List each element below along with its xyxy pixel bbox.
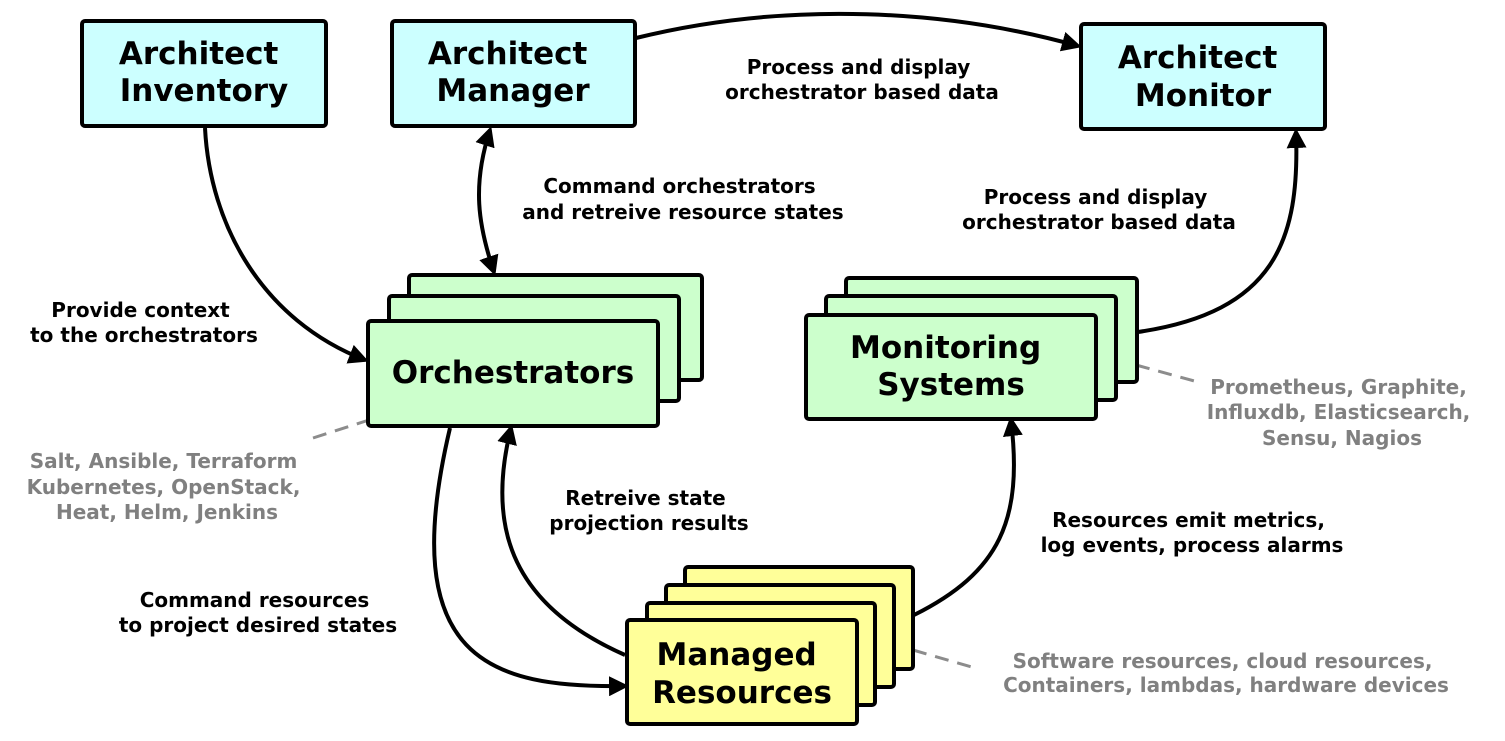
edge-label-line: Command orchestrators [543, 174, 815, 198]
edge-label-line: to project desired states [119, 613, 397, 637]
edge-label-manager-to-monitor: Process and display orchestrator based d… [725, 55, 999, 104]
edge-label-line: Command resources [140, 588, 370, 612]
node-title-line: Manager [436, 73, 590, 109]
svg-text:Monitoring Systems: Monitoring Systems [850, 330, 1052, 403]
note-line: Sensu, Nagios [1262, 426, 1422, 450]
node-architect-monitor: Architect Monitor [1079, 22, 1327, 131]
node-title-line: Monitor [1135, 78, 1272, 114]
svg-text:Orchestrators: Orchestrators [392, 355, 634, 391]
note-line: Software resources, cloud resources, [1013, 649, 1433, 673]
svg-text:Managed Resources: Managed Resources [652, 637, 832, 711]
edge-label-line: Process and display [984, 185, 1208, 209]
arrow-resources-to-orchestrators [497, 424, 626, 657]
node-title-line: Resources [652, 675, 832, 711]
arrow-resources-to-monitoring [913, 416, 1023, 617]
node-orchestrators: Orchestrators [366, 273, 704, 428]
svg-text:Architect Manager: Architect Manager [428, 36, 598, 109]
node-monitoring-systems: Monitoring Systems [804, 276, 1139, 421]
arrow-orchestrators-to-resources [432, 427, 629, 697]
note-line: Kubernetes, OpenStack, [27, 475, 301, 499]
node-title-line: Inventory [120, 73, 289, 109]
note-resource-types: Software resources, cloud resources, Con… [1003, 649, 1449, 697]
node-title-line: Managed [657, 637, 817, 673]
note-line: Influxdb, Elasticsearch, [1207, 400, 1471, 424]
node-architect-inventory: Architect Inventory [80, 19, 328, 128]
edge-label-line: and retreive resource states [522, 200, 843, 224]
node-managed-resources: Managed Resources [625, 565, 915, 726]
edge-label-line: Resources emit metrics, [1052, 508, 1325, 532]
node-title-line: Architect [119, 36, 279, 72]
edge-label-resources-to-orchestrators: Retreive state projection results [549, 486, 748, 535]
edge-label-line: Process and display [747, 55, 971, 79]
node-title-line: Orchestrators [392, 355, 634, 391]
edge-label-line: Provide context [51, 298, 230, 322]
arrow-manager-to-monitor [635, 11, 1082, 52]
node-title-line: Architect [1118, 40, 1278, 76]
edge-label-inventory-to-orchestrators: Provide context to the orchestrators [30, 298, 258, 347]
arrow-manager-orchestrators [475, 126, 499, 276]
dashed-connector-resources [912, 648, 976, 670]
arrow-inventory-to-orchestrators [203, 127, 369, 364]
node-title-line: Systems [877, 367, 1025, 403]
dashed-connector-monitoring [1135, 363, 1199, 384]
edge-label-orchestrators-to-resources: Command resources to project desired sta… [119, 588, 397, 637]
arrow-monitoring-to-monitor [1137, 128, 1307, 334]
note-line: Containers, lambdas, hardware devices [1003, 673, 1449, 697]
note-line: Salt, Ansible, Terraform [30, 449, 298, 473]
edge-label-line: projection results [549, 511, 748, 535]
svg-text:Architect Monitor: Architect Monitor [1118, 40, 1288, 114]
note-orchestrator-tools: Salt, Ansible, Terraform Kubernetes, Ope… [27, 449, 308, 524]
edge-label-line: orchestrator based data [962, 210, 1236, 234]
edge-label-line: log events, process alarms [1041, 533, 1344, 557]
edge-label-line: to the orchestrators [30, 323, 258, 347]
dashed-connector-orchestrators [312, 418, 370, 440]
svg-text:Architect Inventory: Architect Inventory [119, 36, 289, 109]
node-architect-manager: Architect Manager [390, 19, 637, 128]
note-line: Prometheus, Graphite, [1210, 375, 1467, 399]
edge-label-line: orchestrator based data [725, 80, 999, 104]
edge-label-monitoring-to-monitor: Process and display orchestrator based d… [962, 185, 1236, 234]
note-line: Heat, Helm, Jenkins [56, 500, 278, 524]
edge-label-line: Retreive state [565, 486, 725, 510]
node-title-line: Monitoring [850, 330, 1041, 366]
edge-label-manager-orchestrators: Command orchestrators and retreive resou… [522, 174, 843, 224]
node-title-line: Architect [428, 36, 588, 72]
edge-label-resources-to-monitoring: Resources emit metrics, log events, proc… [1041, 508, 1344, 557]
note-monitoring-tools: Prometheus, Graphite, Influxdb, Elastics… [1207, 375, 1478, 450]
